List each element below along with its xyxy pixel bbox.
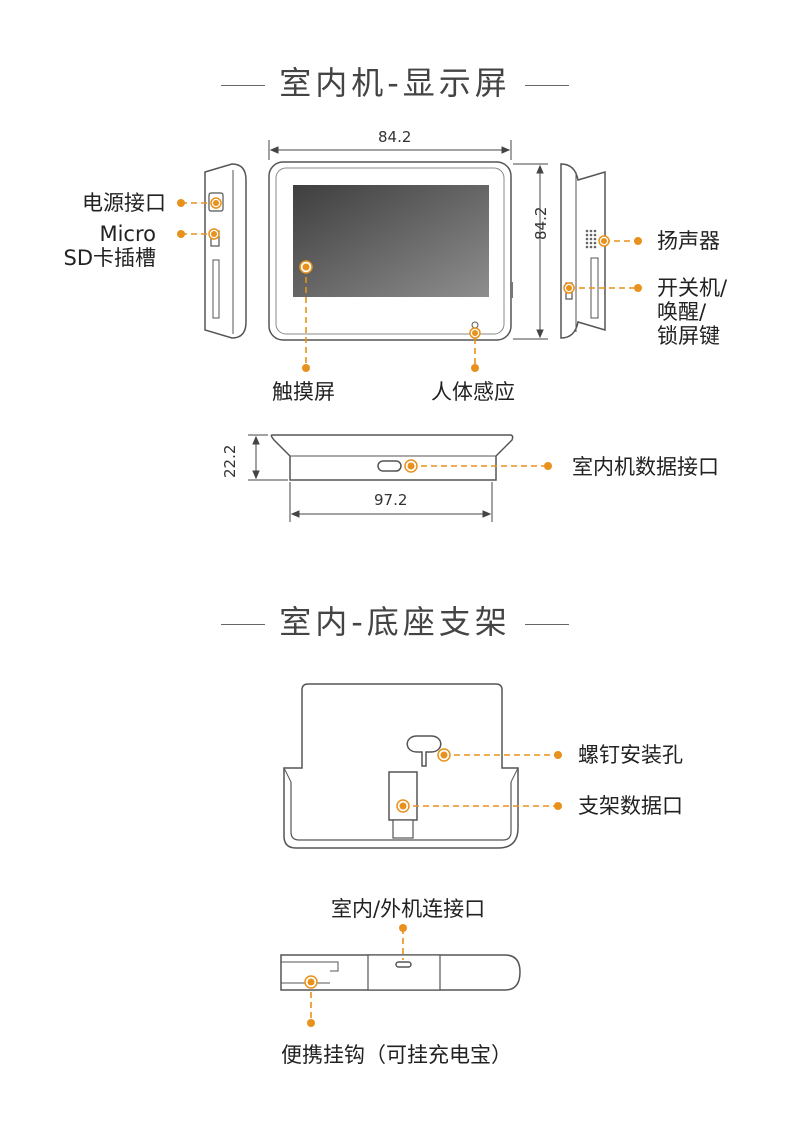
label-screw-hole: 螺钉安装孔	[578, 743, 683, 767]
height-dimension	[513, 163, 548, 340]
bracket-connector-shape	[388, 771, 418, 821]
base-width-dimension-label: 97.2	[374, 491, 408, 509]
label-power-switch-line1: 开关机/	[657, 276, 728, 300]
touchscreen-area	[293, 185, 489, 297]
depth-dimension-label: 22.2	[221, 444, 239, 478]
connector-cover-shape	[367, 954, 441, 991]
screw-hole-shape	[406, 735, 442, 767]
width-dimension	[268, 140, 512, 160]
display-title-text: 室内机-显示屏	[279, 64, 511, 102]
label-body-sensor: 人体感应	[431, 380, 515, 404]
label-touchscreen: 触摸屏	[272, 380, 335, 404]
bracket-bottom-view	[280, 954, 521, 991]
title-rule-left	[221, 623, 266, 625]
base-width-dimension	[289, 482, 493, 522]
device-bottom-view	[270, 434, 514, 481]
device-left-side-view	[204, 163, 247, 339]
title-rule-right	[524, 623, 569, 625]
display-section-title: 室内机-显示屏	[0, 58, 790, 104]
label-indoor-data-port: 室内机数据接口	[572, 455, 719, 479]
label-power-switch-line3: 锁屏键	[657, 324, 720, 348]
callout-leaders	[181, 202, 638, 1020]
label-portable-hook: 便携挂钩（可挂充电宝）	[281, 1043, 512, 1067]
depth-dimension	[248, 434, 288, 481]
title-rule-right	[524, 84, 569, 86]
label-speaker: 扬声器	[657, 229, 720, 253]
height-dimension-label: 84.2	[532, 206, 550, 240]
label-bracket-data-port: 支架数据口	[578, 794, 683, 818]
label-micro-sd-line1: Micro	[99, 222, 156, 246]
bracket-section-title: 室内-底座支架	[0, 597, 790, 643]
speaker-grille	[585, 229, 597, 249]
callout-dot	[177, 199, 185, 207]
label-power-port: 电源接口	[82, 191, 166, 215]
device-right-side-view	[560, 163, 606, 339]
bracket-title-text: 室内-底座支架	[279, 603, 511, 641]
width-dimension-label: 84.2	[378, 128, 412, 146]
device-front-view	[268, 161, 513, 341]
callout-dots	[177, 197, 642, 1027]
title-rule-left	[221, 84, 266, 86]
label-micro-sd-line2: SD卡插槽	[63, 246, 156, 270]
data-port-shape	[377, 460, 402, 472]
bracket-front-view	[283, 683, 519, 849]
label-indoor-outdoor-port: 室内/外机连接口	[331, 897, 486, 921]
label-power-switch-line2: 唤醒/	[657, 300, 707, 324]
